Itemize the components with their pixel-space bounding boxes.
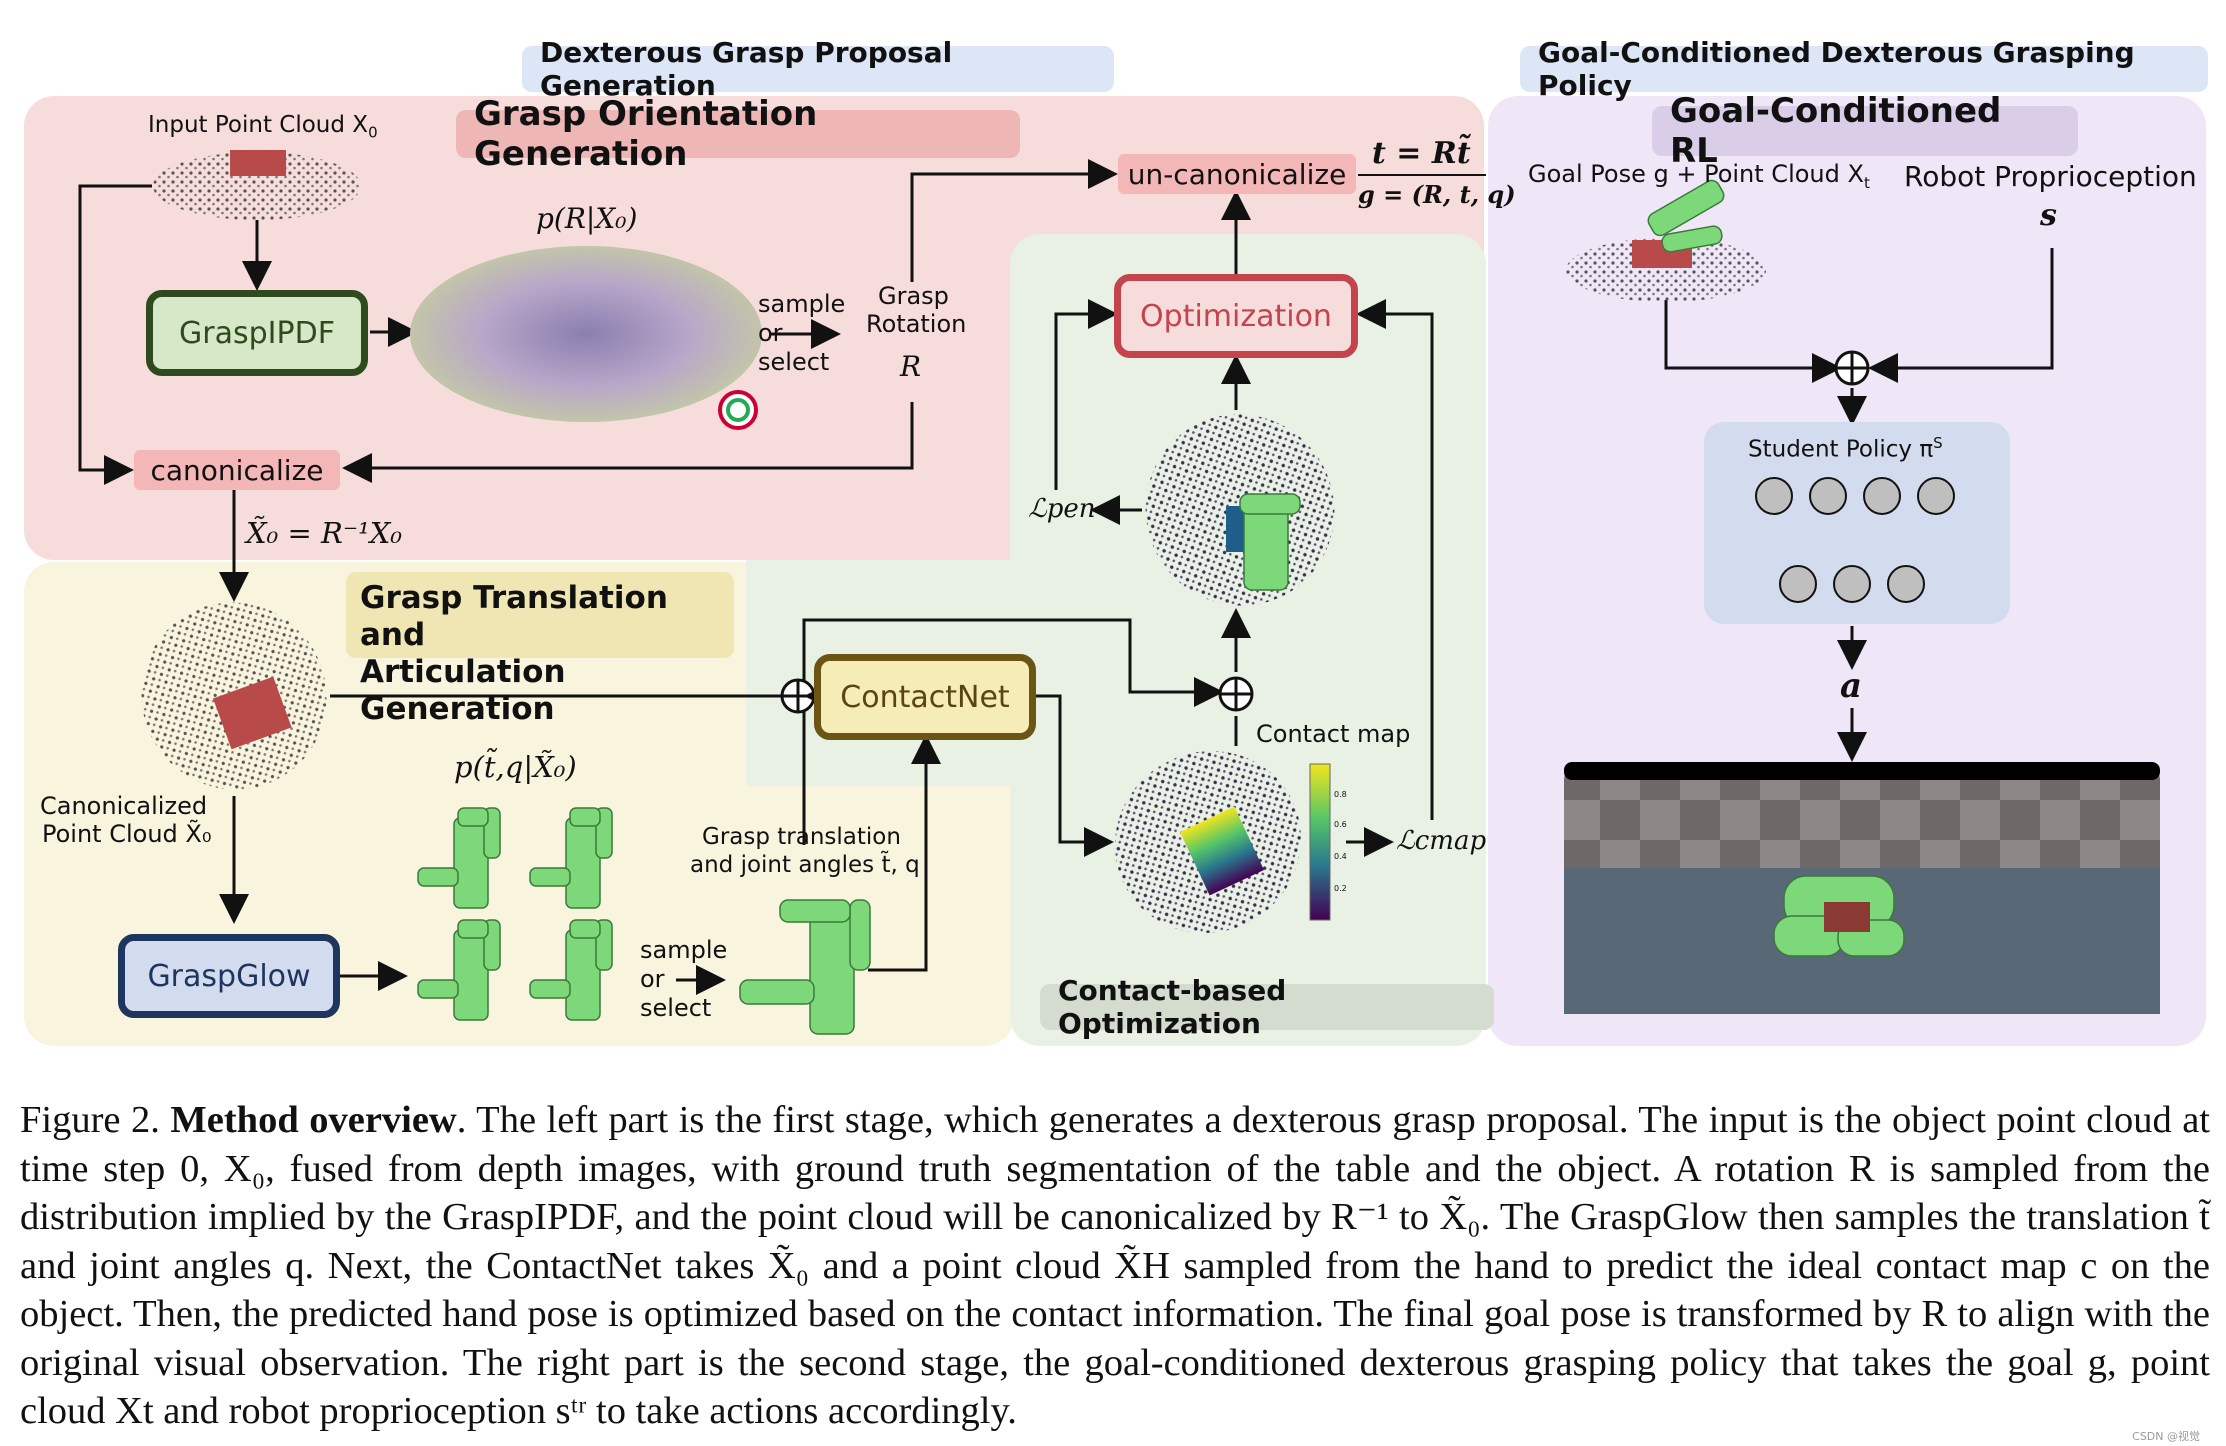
student-policy-text: Student Policy π — [1748, 436, 1934, 463]
student-policy-label: Student Policy πS — [1748, 434, 1943, 463]
goal-pose-sub: t — [1863, 173, 1870, 192]
select-label: select — [758, 348, 830, 376]
nn-node — [1779, 565, 1817, 603]
grasp-trans-label-1: Grasp translation — [702, 824, 901, 850]
simulation-scene — [1564, 762, 2160, 1014]
nn-node — [1833, 565, 1871, 603]
rotation-distribution — [410, 246, 762, 422]
input-pc-label: Input Point Cloud X0 — [148, 112, 378, 142]
colorbar-tick-06: 0.6 — [1334, 820, 1347, 829]
nn-node — [1809, 477, 1847, 515]
p-r-label: p(R|X₀) — [536, 202, 638, 235]
r-label: R — [900, 350, 922, 383]
input-pc-sub: 0 — [368, 123, 378, 142]
robot-proprio-label: Robot Proprioception — [1904, 160, 2197, 193]
nn-node — [1755, 477, 1793, 515]
grasp-trans-label-2: and joint angles t̃, q — [690, 852, 920, 878]
grasp-rotation-label-2: Rotation — [866, 310, 967, 338]
l-cmap-label: ℒcmap — [1396, 826, 1487, 856]
graspipdf-module: GraspIPDF — [146, 290, 368, 376]
or-label-2: or — [640, 965, 665, 993]
colorbar-tick-02: 0.2 — [1334, 884, 1347, 893]
watermark: CSDN @视觉 — [2132, 1430, 2200, 1443]
input-point-cloud — [153, 152, 361, 220]
figure-caption: Figure 2. Method overview. The left part… — [20, 1096, 2210, 1436]
p-tq-label: p(t̃,q|X̃₀) — [454, 750, 577, 784]
l-pen-label: ℒpen — [1028, 494, 1096, 524]
goal-point-cloud — [1566, 238, 1766, 302]
canon-pc-label-1: Canonicalized — [40, 792, 208, 820]
student-policy-sup: S — [1933, 434, 1943, 452]
nn-node — [1863, 477, 1901, 515]
sample-label-2: sample — [640, 936, 728, 964]
optimization-module: Optimization — [1114, 274, 1358, 358]
nn-node — [1887, 565, 1925, 603]
sample-label: sample — [758, 290, 846, 318]
method-figure: Dexterous Grasp Proposal Generation Goal… — [24, 36, 2208, 1046]
colorbar-tick-08: 0.8 — [1334, 790, 1347, 799]
goal-pose-text: Goal Pose g + Point Cloud X — [1528, 160, 1864, 188]
g-eq-label: g = (R, t, q) — [1358, 180, 1516, 209]
uncanonicalize-pill: un-canonicalize — [1118, 154, 1356, 194]
caption-fig-label: Figure 2. — [20, 1099, 160, 1141]
canon-pc-label-2: Point Cloud X̃₀ — [42, 820, 212, 848]
graspglow-module: GraspGlow — [118, 934, 340, 1018]
caption-text: . The left part is the first stage, whic… — [20, 1099, 2210, 1432]
x0-tilde-eq: X̃₀ = R⁻¹X₀ — [246, 516, 403, 550]
right-section-title: Goal-Conditioned Dexterous Grasping Poli… — [1520, 36, 2208, 102]
a-t-label: a — [1840, 666, 1863, 706]
eq-divider — [1358, 174, 1486, 176]
caption-bold: Method overview — [170, 1099, 457, 1141]
t-eq-label: t = Rt̃ — [1372, 136, 1471, 171]
select-label-2: select — [640, 994, 712, 1022]
or-label: or — [758, 319, 783, 347]
contact-map-label: Contact map — [1256, 720, 1411, 748]
input-pc-text: Input Point Cloud X — [148, 112, 369, 138]
colorbar-tick-04: 0.4 — [1334, 852, 1347, 861]
translation-title-line1: Grasp Translation and — [360, 580, 668, 653]
s-t-label: s — [2040, 198, 2057, 233]
grasp-rotation-label-1: Grasp — [878, 282, 949, 310]
canonicalize-pill: canonicalize — [134, 450, 340, 490]
flow-arrows — [78, 150, 2160, 1035]
goal-pose-label: Goal Pose g + Point Cloud Xt — [1528, 160, 1870, 192]
colorbar — [1309, 763, 1331, 921]
nn-node — [1917, 477, 1955, 515]
contactnet-module: ContactNet — [814, 654, 1036, 740]
